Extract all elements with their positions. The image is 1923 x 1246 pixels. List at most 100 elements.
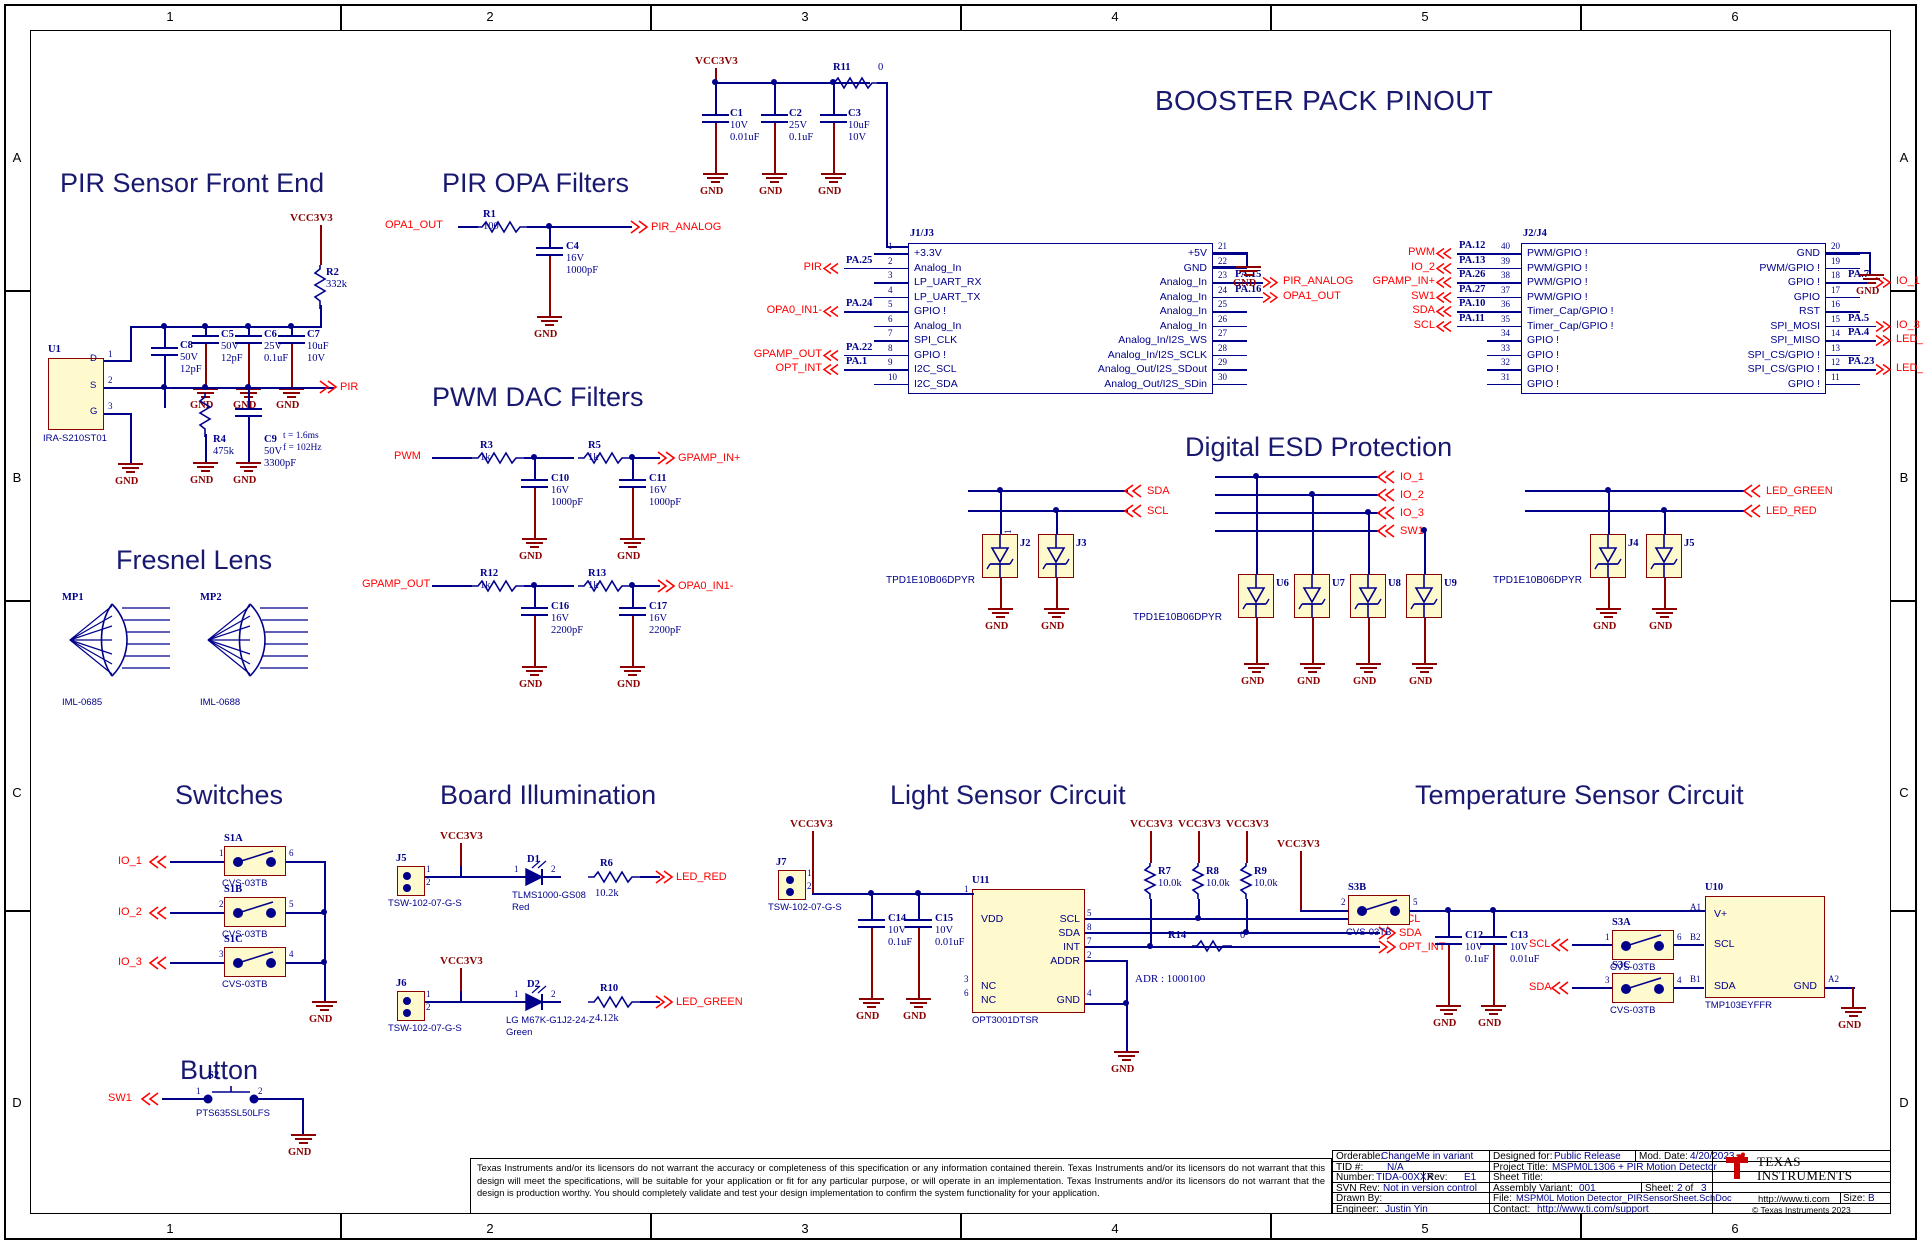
cap-c-c11: 1000pF <box>649 497 682 508</box>
zone-label-right-a: A <box>1899 150 1909 165</box>
ground-bar <box>1656 612 1673 614</box>
net-arrow-esd-io1 <box>1376 470 1395 484</box>
net-label-gpamp-out: GPAMP_OUT <box>362 578 431 590</box>
wire <box>1826 296 1860 299</box>
connector-pin-name: Analog_Out/I2S_SDout <box>1097 363 1207 375</box>
wire <box>1487 340 1521 342</box>
led-pin-d1-c: 2 <box>551 864 556 874</box>
net-label-led-red: LED_RED <box>676 871 727 883</box>
ground-bar <box>1360 667 1377 669</box>
capacitor-plate <box>905 926 932 929</box>
cap-v-c5: 50V <box>221 341 240 352</box>
resistor-r14 <box>1192 939 1232 953</box>
connector-signal-name: PA.5 <box>1848 312 1870 324</box>
resistor-r5 <box>578 451 630 465</box>
ground-bar <box>1845 1011 1862 1013</box>
u11-pin-gnd: GND <box>1056 994 1080 1006</box>
led-pin-d2-a: 1 <box>514 989 519 999</box>
tb-assembly-value: 001 <box>1579 1183 1596 1194</box>
wire <box>812 893 972 895</box>
ground-bar <box>236 462 261 464</box>
wire <box>968 510 1128 512</box>
connector-pin-number: 27 <box>1218 328 1227 338</box>
resistor-r4 <box>198 393 212 437</box>
wire <box>833 82 835 114</box>
res-ref-r12: R12 <box>480 568 499 579</box>
ground-bar <box>988 608 1013 610</box>
zone-tick <box>1891 600 1917 602</box>
zone-tick <box>650 4 652 30</box>
wire <box>1126 960 1128 1004</box>
switch-pin-s3a-1: 1 <box>1605 932 1610 942</box>
resistor-r12 <box>472 579 524 593</box>
wire <box>715 123 717 173</box>
wire <box>549 256 551 316</box>
ground-bar <box>1440 1009 1457 1011</box>
tb-designed-value: Public Release <box>1554 1151 1621 1162</box>
cap-c-c17: 2200pF <box>649 625 682 636</box>
connector-j2j4[interactable] <box>1521 243 1826 394</box>
zone-tick <box>960 1214 962 1240</box>
connector-pin-number: 26 <box>1218 313 1227 324</box>
title-block-divider <box>1423 1171 1424 1182</box>
fresnel-lens-mp2 <box>207 603 308 677</box>
button-symbol-s2[interactable] <box>196 1084 268 1106</box>
wire <box>1368 618 1370 663</box>
ti-logo-line2: INSTRUMENTS <box>1757 1168 1853 1183</box>
tb-contact-value[interactable]: http://www.ti.com/support <box>1537 1204 1649 1215</box>
cap-c-c1: 0.01uF <box>730 132 760 143</box>
resistor-r8 <box>1191 863 1205 899</box>
wire <box>1572 987 1614 989</box>
wire <box>460 843 462 867</box>
wire <box>774 123 776 173</box>
connector-pin-number: 25 <box>1218 299 1227 309</box>
switch-part-s3c: CVS-03TB <box>1610 1005 1656 1016</box>
led-ref-d2: D2 <box>527 979 540 990</box>
ic-u10-temp-sensor <box>1705 896 1825 998</box>
net-arrow-sda-temp <box>1550 981 1569 995</box>
wire <box>425 876 561 878</box>
capacitor-plate <box>702 121 729 124</box>
wire <box>1256 618 1258 663</box>
zone-label-bottom-5: 5 <box>1421 1221 1429 1236</box>
ground-bar <box>996 616 1005 618</box>
connector-pin-name: I2C_SDA <box>914 377 958 390</box>
header-pin-j6-1: 1 <box>426 989 431 999</box>
connector-pin-name: GPIO ! <box>1527 363 1560 375</box>
wire <box>1525 490 1745 492</box>
connector-net-label: GPAMP_OUT <box>753 347 822 360</box>
ground-bar <box>1240 270 1257 272</box>
wire <box>630 585 660 587</box>
switch-ref-s1b: S1B <box>224 884 243 895</box>
wire <box>164 326 166 347</box>
wire <box>844 311 874 313</box>
net-arrow <box>822 262 842 275</box>
header-j5[interactable] <box>397 866 425 896</box>
capacitor-plate <box>235 415 262 418</box>
ground-bar <box>703 173 728 175</box>
net-arrow-sda <box>1378 926 1397 940</box>
zone-tick <box>1580 4 1582 30</box>
resistor-r11 <box>828 76 878 90</box>
res-val-r9: 10.0k <box>1254 878 1278 889</box>
ground-bar <box>992 612 1009 614</box>
wire <box>1457 311 1487 313</box>
ti-logo-icon <box>1726 1152 1748 1179</box>
switch-pin-s3b-5: 5 <box>1413 897 1418 907</box>
connector-net-label: OPT_INT <box>775 362 822 374</box>
tb-contact-label: Contact: <box>1493 1204 1531 1215</box>
capacitor-plate <box>702 114 729 117</box>
net-arrow <box>822 363 842 376</box>
ti-url[interactable]: http://www.ti.com <box>1758 1194 1830 1205</box>
res-ref-r3: R3 <box>480 440 493 451</box>
header-j6[interactable] <box>397 991 425 1021</box>
net-arrow <box>1262 291 1281 304</box>
wire <box>962 893 974 895</box>
resistor-r7 <box>1143 863 1157 899</box>
zone-label-top-2: 2 <box>486 9 494 24</box>
esd-ref-j2: J2 <box>1020 538 1031 549</box>
ground-bar <box>1420 671 1429 673</box>
capacitor-plate <box>192 342 219 345</box>
cap-ref-c4: C4 <box>566 241 579 252</box>
connector-j1j3[interactable] <box>908 243 1213 394</box>
